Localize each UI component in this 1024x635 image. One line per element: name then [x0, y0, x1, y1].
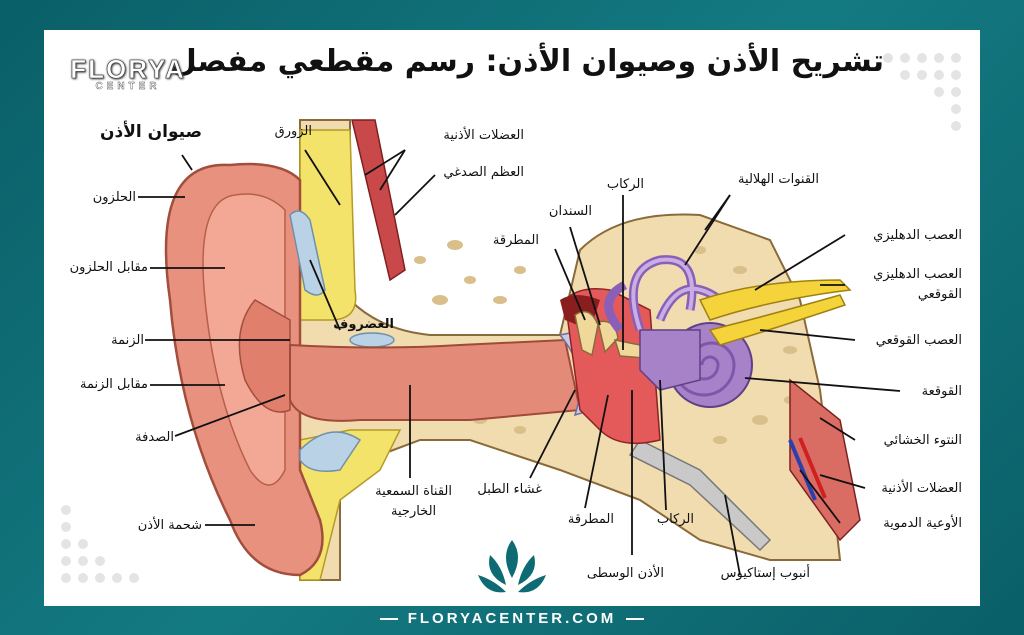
- external-ear-canal: [289, 338, 582, 422]
- label-antihelix: مقابل الحلزون: [69, 260, 148, 275]
- label-cartilage: الغضروف: [333, 317, 394, 332]
- label-helix: الحلزون: [92, 190, 136, 205]
- brand-logo: FLORYA CENTER: [68, 54, 188, 93]
- label-pinna: صيوان الأذن: [100, 122, 202, 142]
- cartilage-lower: [299, 431, 362, 472]
- label-styloid: النتوء الخشائي: [883, 433, 962, 448]
- label-ear-canal: القناة السمعية الخارجية: [375, 484, 452, 519]
- label-blood-vessels: الأوعية الدموية: [883, 516, 962, 531]
- footer-url: FLORYACENTER.COM: [407, 610, 617, 627]
- label-auricular-muscles-top: العضلات الأذنية: [443, 128, 524, 143]
- label-eustachian: أنبوب إستاكيوس: [720, 566, 810, 581]
- label-lobule: شحمة الأذن: [137, 518, 202, 533]
- label-auricular-muscles-bottom: العضلات الأذنية: [881, 481, 962, 496]
- footer-line-left: [380, 618, 398, 620]
- florya-logo-mark: [478, 540, 546, 593]
- label-anvil: السندان: [548, 204, 592, 219]
- label-stirrup-top: الركاب: [606, 177, 644, 192]
- vestibular-nerve: [698, 279, 852, 321]
- auricular-muscle-bottom: [789, 378, 861, 542]
- label-antitragus: مقابل الزنمة: [80, 377, 148, 392]
- label-hammer-top: المطرقة: [492, 233, 539, 248]
- label-cochlear-nerve: العصب القوقعي: [875, 333, 962, 348]
- hammer-bone: [574, 310, 599, 357]
- label-tragus: الزنمة: [111, 333, 144, 348]
- label-hammer-bottom: المطرقة: [567, 512, 614, 527]
- brand-name: FLORYA: [70, 54, 186, 85]
- brand-sub: CENTER: [95, 81, 161, 92]
- label-temporal-bone: العظم الصدغي: [443, 165, 524, 180]
- label-scapha: الزورق: [274, 124, 312, 139]
- page-title: تشريح الأذن وصيوان الأذن: رسم مقطعي مفصل: [170, 44, 884, 79]
- decorative-dots-top: [883, 53, 961, 131]
- footer-line-right: [626, 618, 644, 620]
- label-vestibulocochlear: العصب الدهليزي القوقعي: [873, 267, 962, 302]
- vein: [788, 439, 817, 501]
- label-eardrum: غشاء الطبل: [477, 482, 542, 497]
- label-semicircular: القنوات الهلالية: [738, 172, 819, 187]
- label-stirrup-bottom: الركاب: [656, 512, 694, 527]
- label-vestibular-nerve: العصب الدهليزي: [873, 228, 962, 243]
- semicircular-canals-inner: [631, 257, 722, 331]
- label-concha: الصدفة: [135, 430, 174, 445]
- label-middle-ear: الأذن الوسطى: [586, 566, 664, 581]
- cartilage-middle: [349, 332, 395, 348]
- auricular-muscle-top: [351, 119, 406, 282]
- eustachian-tube: [628, 439, 772, 552]
- concha-region: [238, 299, 291, 413]
- cochlear-nerve: [708, 294, 847, 346]
- label-cochlea: القوقعة: [921, 384, 962, 399]
- leader-lines: [138, 149, 901, 576]
- vestibule: [639, 329, 701, 391]
- decorative-dots-bottom: [61, 505, 139, 583]
- artery: [798, 437, 827, 499]
